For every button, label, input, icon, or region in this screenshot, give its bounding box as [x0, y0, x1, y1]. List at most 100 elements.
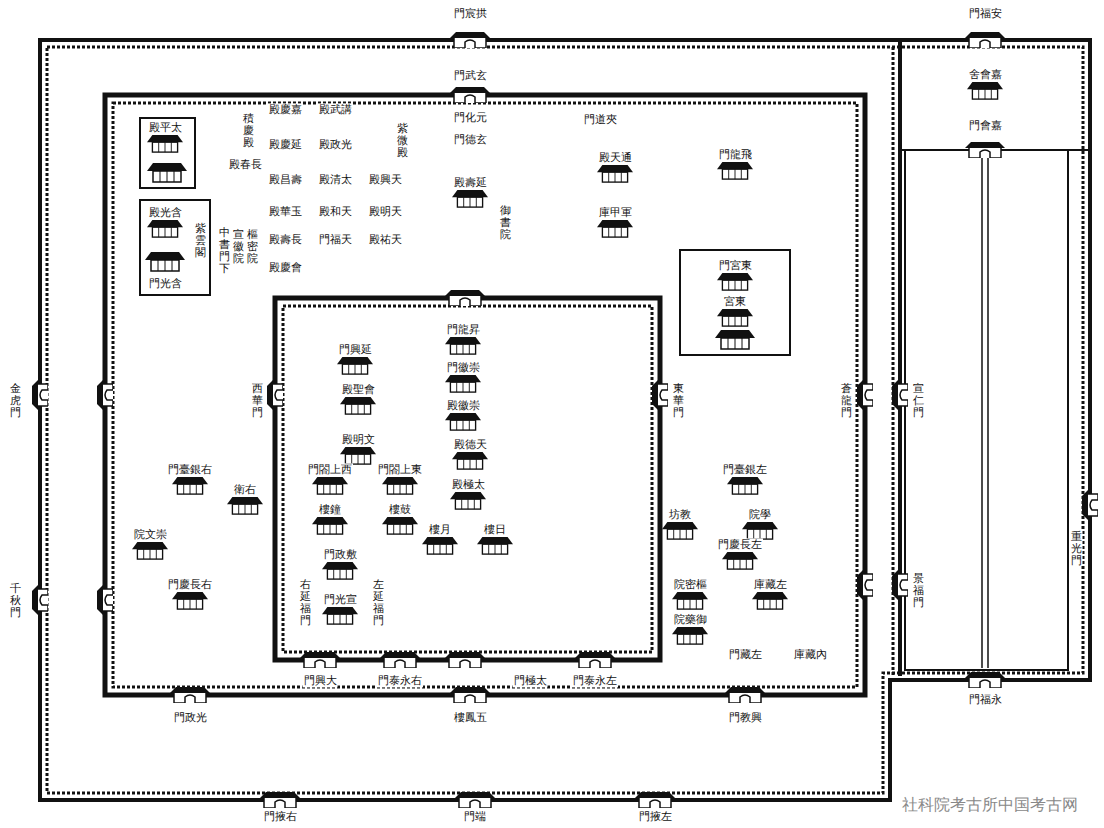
building-label: 太極殿: [451, 478, 486, 491]
building-label: 嘉會門: [968, 119, 1003, 132]
building-label: 右掖門: [263, 810, 298, 823]
hall-icon: [337, 357, 373, 374]
building-label: 右長慶門: [167, 578, 213, 591]
building-label: 西華門: [251, 382, 264, 418]
building-label: 東宮: [723, 295, 747, 308]
building-label: 太極門: [513, 674, 548, 687]
hall-icon: [717, 309, 753, 326]
building-label: 東上閤門: [377, 463, 423, 476]
building-label: 延慶殿: [268, 138, 303, 151]
building-label: 御書院: [499, 204, 512, 240]
building-label: 天福門: [318, 233, 353, 246]
hall-icon: [717, 273, 753, 290]
hall-icon: [382, 517, 418, 534]
building-label: 宣光門: [323, 593, 358, 606]
building-label: 天和殿: [318, 205, 353, 218]
hall-icon: [597, 220, 633, 237]
building-label: 長壽殿: [268, 233, 303, 246]
hall-icon: [147, 135, 183, 152]
building-label: 崇徽殿: [446, 399, 481, 412]
building-label: 拱宸門: [453, 7, 488, 20]
building-label: 重光門: [1070, 530, 1083, 566]
building-label: 宣仁門: [912, 382, 925, 418]
building-label: 日樓: [483, 523, 507, 536]
building-label: 文明殿: [341, 433, 376, 446]
hall-icon: [752, 592, 788, 609]
hall-icon: [322, 562, 358, 579]
building-label: 安福門: [968, 7, 1003, 20]
building-label: 教坊: [668, 508, 692, 521]
building-label: 長春殿: [228, 158, 263, 171]
building-label: 宣徽院: [232, 228, 245, 264]
building-label: 紫雲閣: [194, 222, 207, 258]
building-label: 昇龍門: [446, 323, 481, 336]
building-label: 天祐殿: [368, 233, 403, 246]
building-label: 左永泰門: [572, 674, 618, 687]
building-label: 左延福門: [372, 578, 385, 626]
building-label: 嘉會舍: [968, 68, 1003, 81]
hall-icon: [340, 447, 376, 464]
hall-icon: [322, 607, 358, 624]
hall-icon: [727, 477, 763, 494]
building-label: 壽昌殿: [268, 173, 303, 186]
building-label: 崇徽門: [446, 361, 481, 374]
building-label: 天興殿: [368, 173, 403, 186]
hall-icon: [312, 517, 348, 534]
building-label: 左藏門: [728, 648, 763, 661]
building-label: 天明殿: [368, 205, 403, 218]
hall-icon: [147, 220, 183, 237]
building-label: 右銀臺門: [167, 463, 213, 476]
hall-icon: [172, 592, 208, 609]
hall-icon: [445, 375, 481, 392]
hall-icon: [672, 627, 708, 644]
building-label: 內藏庫: [793, 648, 828, 661]
building-label: 端門: [463, 810, 487, 823]
building-label: 元化門: [453, 111, 488, 124]
building-label: 軍甲庫: [598, 206, 633, 219]
building-label: 樞密院: [673, 578, 708, 591]
building-label: 金虎門: [9, 382, 22, 418]
building-label: 右衛: [233, 483, 257, 496]
hall-icon: [312, 477, 348, 494]
building-label: 通天殿: [598, 151, 633, 164]
building-label: 含光殿: [148, 206, 183, 219]
building-label: 玄武門: [453, 69, 488, 82]
building-label: 延壽殿: [453, 176, 488, 189]
hall-icon: [452, 190, 488, 207]
building-label: 鼓樓: [388, 503, 412, 516]
building-label: 東華門: [672, 382, 685, 418]
building-label: 嘉慶殿: [268, 103, 303, 116]
building-label: 紫微殿: [396, 122, 409, 158]
hall-icon: [227, 497, 263, 514]
building-label: 太平殿: [148, 121, 183, 134]
building-label: 飛龍門: [718, 148, 753, 161]
hall-icon: [452, 452, 488, 469]
hall-icon: [717, 162, 753, 179]
hall-icon: [742, 522, 778, 539]
building-label: 右永泰門: [377, 674, 423, 687]
hall-icon: [340, 397, 376, 414]
building-label: 光政殿: [318, 138, 353, 151]
hall-icon: [722, 552, 758, 569]
building-label: 景福門: [912, 572, 925, 608]
hall-icon: [132, 542, 168, 559]
building-label: 鐘樓: [318, 503, 342, 516]
building-label: 御藥院: [673, 613, 708, 626]
hall-icon: [172, 477, 208, 494]
building-label: 講武殿: [318, 103, 353, 116]
building-label: 光政門: [173, 711, 208, 724]
hall-icon: [662, 522, 698, 539]
building-label: 崇文院: [133, 528, 168, 541]
building-label: 興教門: [728, 711, 763, 724]
building-label: 玄德門: [453, 133, 488, 146]
building-label: 西上閤門: [307, 463, 353, 476]
building-label: 會聖殿: [341, 383, 376, 396]
hall-icon: [477, 537, 513, 554]
building-label: 太清殿: [318, 173, 353, 186]
hall-icon: [445, 413, 481, 430]
building-label: 右延福門: [299, 578, 312, 626]
hall-icon: [382, 477, 418, 494]
building-label: 學院: [748, 508, 772, 521]
building-label: 永福門: [968, 693, 1003, 706]
building-label: 蒼龍門: [840, 382, 853, 418]
